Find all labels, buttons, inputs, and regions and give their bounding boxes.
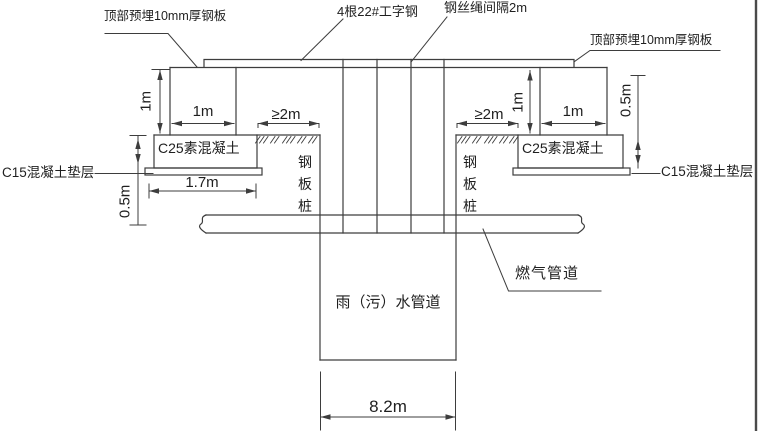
- label-water-pipe: 雨（污）水管道: [335, 294, 441, 311]
- ground-hatch-right: [456, 135, 519, 144]
- label-c15-right: C15混凝土垫层: [661, 164, 754, 179]
- dim-left-clearance: ≥2m: [271, 106, 301, 123]
- sheet-pile-lines: [319, 134, 457, 361]
- ground-hatch-left: [254, 135, 318, 144]
- dim-right-block-height: 0.5m: [617, 83, 635, 118]
- label-gas-pipe: 燃气管道: [515, 265, 580, 282]
- label-top-plate-left: 顶部预埋10mm厚钢板: [104, 9, 227, 23]
- pipe-break-right: [577, 214, 586, 234]
- dim-left-block-height: 0.5m: [116, 184, 134, 219]
- label-c25-right: C25素混凝土: [522, 140, 604, 156]
- wire-rope-lines: [342, 58, 445, 234]
- dimension-lines: [129, 69, 646, 431]
- label-c25-left: C25素混凝土: [158, 140, 240, 156]
- gas-pipe-lines: [198, 214, 586, 234]
- dim-left-step-height: 1m: [137, 90, 155, 112]
- leader-i-beam: [300, 18, 344, 62]
- dim-footing-width: 1.7m: [185, 174, 219, 191]
- leader-top-plate-left: [104, 33, 198, 68]
- dim-right-step-height: 1m: [509, 91, 527, 113]
- dim-trench-span: 8.2m: [369, 397, 407, 416]
- label-sheet-pile-right: 钢板桩: [463, 154, 477, 214]
- top-steel-plate: [169, 58, 608, 69]
- pipe-break-left: [198, 214, 207, 234]
- label-c15-left: C15混凝土垫层: [2, 165, 95, 180]
- label-top-plate-right: 顶部预埋10mm厚钢板: [590, 33, 713, 47]
- label-i-beam: 4根22#工字钢: [337, 4, 418, 19]
- label-wire-rope: 钢丝绳间隔2m: [444, 0, 528, 15]
- label-sheet-pile-left: 钢板桩: [298, 154, 312, 214]
- left-pier-outline: [144, 66, 321, 176]
- right-pier-outline: [455, 66, 631, 176]
- leader-gas-pipe: [482, 228, 602, 292]
- dim-right-step-width: 1m: [562, 103, 584, 120]
- dim-left-step-width: 1m: [192, 103, 214, 120]
- leader-wire-rope: [410, 16, 448, 63]
- dim-right-clearance: ≥2m: [474, 106, 504, 123]
- leader-lines: [94, 16, 721, 292]
- leader-top-plate-right: [573, 50, 721, 63]
